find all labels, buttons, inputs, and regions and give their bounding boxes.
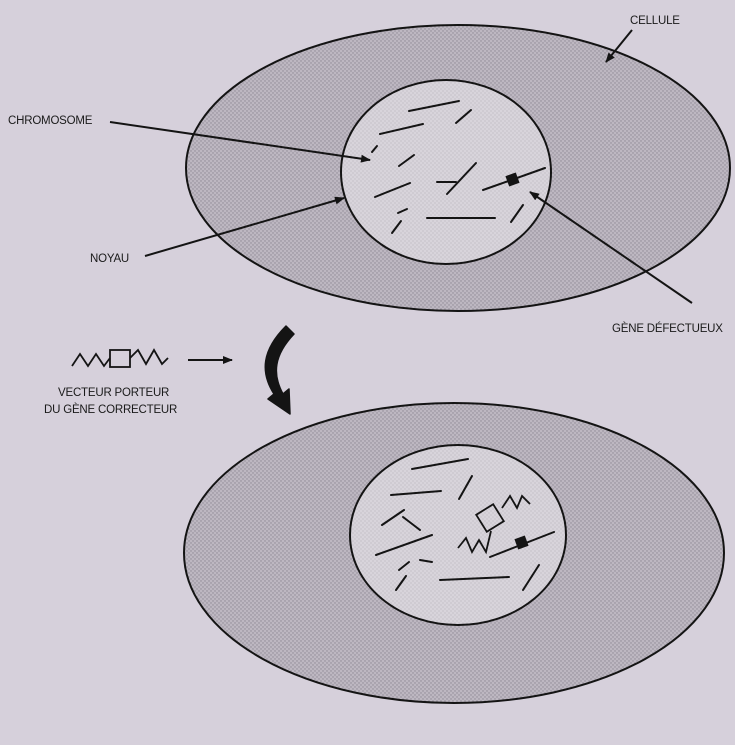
bottom-nucleus (350, 445, 566, 625)
top-cell (186, 25, 730, 311)
bottom-cell (184, 403, 724, 703)
vector-label-line1: VECTEUR PORTEUR (58, 387, 169, 399)
cell-label: CELLULE (630, 15, 680, 27)
nucleus-label: NOYAU (90, 253, 129, 265)
vector-label-line2: DU GÈNE CORRECTEUR (44, 403, 177, 416)
zigzag-vector-icon (72, 350, 168, 367)
top-nucleus (341, 80, 551, 264)
defective-gene-label: GÈNE DÉFECTUEUX (612, 322, 723, 335)
curved-arrow-icon (265, 326, 294, 414)
chromosome-label: CHROMOSOME (8, 115, 93, 127)
